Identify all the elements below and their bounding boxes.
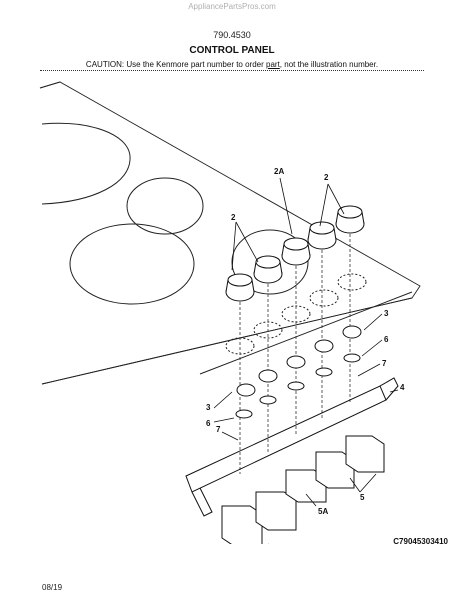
knob-5 xyxy=(335,205,365,234)
knob-2 xyxy=(253,255,283,284)
caution-prefix: CAUTION: Use the Kenmore part number to … xyxy=(85,60,266,69)
knob-1 xyxy=(225,273,255,302)
knob-3 xyxy=(281,237,311,266)
knob-group-outline xyxy=(231,229,309,295)
burner-large-bottom xyxy=(69,223,195,305)
page-title: CONTROL PANEL xyxy=(189,45,275,56)
knob-4 xyxy=(307,221,337,250)
header-divider xyxy=(40,70,424,71)
bezels xyxy=(235,325,362,419)
caution-part-link: part xyxy=(266,60,280,69)
bracket xyxy=(185,377,399,517)
switch-3 xyxy=(315,451,355,489)
exploded-parts-diagram: 2A 2 2 3 6 7 4 3 6 7 5 5A 5 xyxy=(39,81,421,544)
switch-4 xyxy=(345,435,385,473)
cooktop-surface xyxy=(39,81,421,385)
callout-7-left: 7 xyxy=(216,425,221,434)
burner-small xyxy=(126,177,204,235)
caution-suffix: , not the illustration number. xyxy=(279,60,379,69)
revision-date: 08/19 xyxy=(42,583,63,592)
switch-1 xyxy=(221,505,263,544)
leader-lines xyxy=(213,177,399,544)
switch-2 xyxy=(255,491,297,531)
callout-3-left: 3 xyxy=(206,403,211,412)
callout-5-right: 5 xyxy=(360,493,365,502)
burner-large-top xyxy=(41,122,131,205)
callout-4: 4 xyxy=(400,383,405,392)
callout-3-right: 3 xyxy=(384,309,389,318)
callout-2a: 2A xyxy=(274,167,284,176)
callout-6-left: 6 xyxy=(206,419,211,428)
callout-7-right: 7 xyxy=(382,359,387,368)
callout-2-top: 2 xyxy=(324,173,329,182)
control-knobs xyxy=(225,205,365,302)
callout-2-left: 2 xyxy=(231,213,236,222)
model-number: 790.4530 xyxy=(213,30,251,40)
watermark: AppliancePartsPros.com xyxy=(188,2,276,11)
callout-5a: 5A xyxy=(318,507,328,516)
caution-note: CAUTION: Use the Kenmore part number to … xyxy=(0,60,464,69)
illustration-code: C79045303410 xyxy=(393,537,448,546)
callout-6-right: 6 xyxy=(384,335,389,344)
infinite-switches xyxy=(221,435,385,544)
